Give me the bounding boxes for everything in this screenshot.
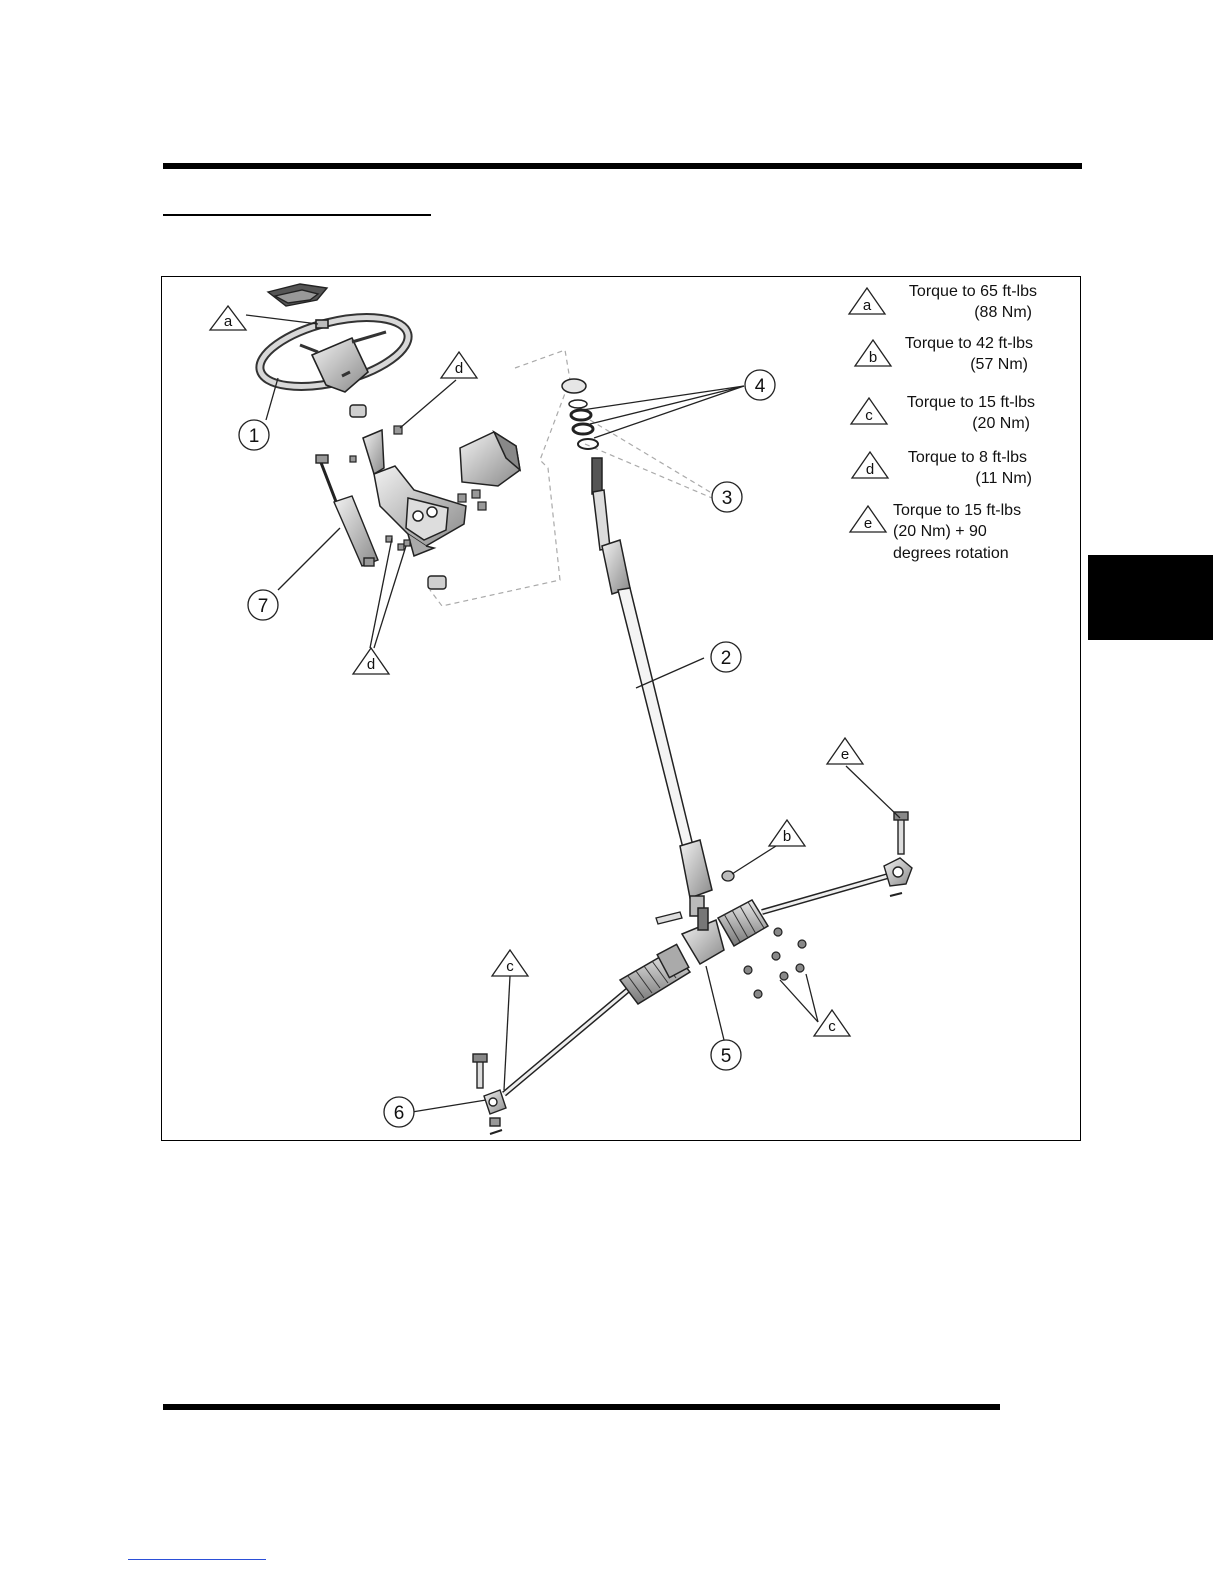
legend-c: c Torque to 15 ft-lbs (20 Nm) [851, 394, 1035, 432]
torque-mark-c-left: c [492, 950, 528, 976]
svg-text:5: 5 [721, 1046, 732, 1067]
svg-text:b: b [869, 349, 877, 366]
svg-text:a: a [863, 297, 872, 314]
svg-text:(20 Nm) + 90: (20 Nm) + 90 [893, 523, 987, 540]
svg-text:(88 Nm): (88 Nm) [974, 304, 1032, 321]
callout-1: 1 [239, 420, 269, 450]
torque-mark-b: b [769, 820, 805, 846]
svg-text:e: e [841, 746, 849, 763]
callout-2: 2 [711, 642, 741, 672]
svg-text:7: 7 [258, 596, 269, 617]
torque-mark-d-bottom: d [353, 648, 389, 674]
tie-rod-end-left [473, 1054, 506, 1134]
svg-text:Torque to 15 ft-lbs: Torque to 15 ft-lbs [907, 394, 1035, 411]
svg-text:b: b [783, 828, 791, 845]
torque-mark-c-right: c [814, 1010, 850, 1036]
svg-text:Torque to 8 ft-lbs: Torque to 8 ft-lbs [908, 449, 1027, 466]
gas-strut [316, 455, 378, 566]
torque-mark-e: e [827, 738, 863, 764]
legend-a: a Torque to 65 ft-lbs (88 Nm) [849, 283, 1037, 321]
svg-text:1: 1 [249, 426, 260, 447]
svg-text:Torque to 42 ft-lbs: Torque to 42 ft-lbs [905, 335, 1033, 352]
rack-mount-nuts [744, 928, 806, 998]
svg-text:3: 3 [722, 488, 733, 509]
steering-wheel-cover [268, 284, 327, 306]
svg-text:(20 Nm): (20 Nm) [972, 415, 1030, 432]
legend-b: b Torque to 42 ft-lbs (57 Nm) [855, 335, 1033, 373]
svg-text:degrees rotation: degrees rotation [893, 545, 1009, 562]
legend-d: d Torque to 8 ft-lbs (11 Nm) [852, 449, 1032, 487]
svg-text:a: a [224, 313, 233, 330]
torque-mark-d-top: d [441, 352, 477, 378]
svg-text:Torque to 15 ft-lbs: Torque to 15 ft-lbs [893, 502, 1021, 519]
bearing-stack [562, 379, 598, 449]
callout-7: 7 [248, 590, 278, 620]
callout-6: 6 [384, 1097, 414, 1127]
svg-text:d: d [455, 360, 463, 377]
svg-text:2: 2 [721, 648, 732, 669]
column-bracket [363, 430, 466, 556]
column-shroud [460, 432, 520, 486]
callout-5: 5 [711, 1040, 741, 1070]
svg-text:(11 Nm): (11 Nm) [975, 470, 1032, 487]
svg-text:d: d [367, 656, 375, 673]
svg-text:6: 6 [394, 1103, 405, 1124]
svg-text:d: d [866, 461, 874, 478]
callout-4: 4 [745, 370, 775, 400]
leader-lines [246, 315, 900, 1112]
torque-mark-a: a [210, 306, 246, 330]
svg-text:4: 4 [755, 376, 766, 397]
svg-text:c: c [506, 958, 514, 975]
svg-text:(57 Nm): (57 Nm) [970, 356, 1028, 373]
svg-text:c: c [828, 1018, 836, 1035]
svg-text:c: c [865, 407, 873, 424]
tie-rod-end-right [884, 812, 912, 896]
steering-shaft [592, 458, 712, 916]
callout-3: 3 [712, 482, 742, 512]
legend-e: e Torque to 15 ft-lbs (20 Nm) + 90 degre… [850, 502, 1021, 562]
svg-text:Torque to 65 ft-lbs: Torque to 65 ft-lbs [909, 283, 1037, 300]
svg-text:e: e [864, 515, 872, 532]
